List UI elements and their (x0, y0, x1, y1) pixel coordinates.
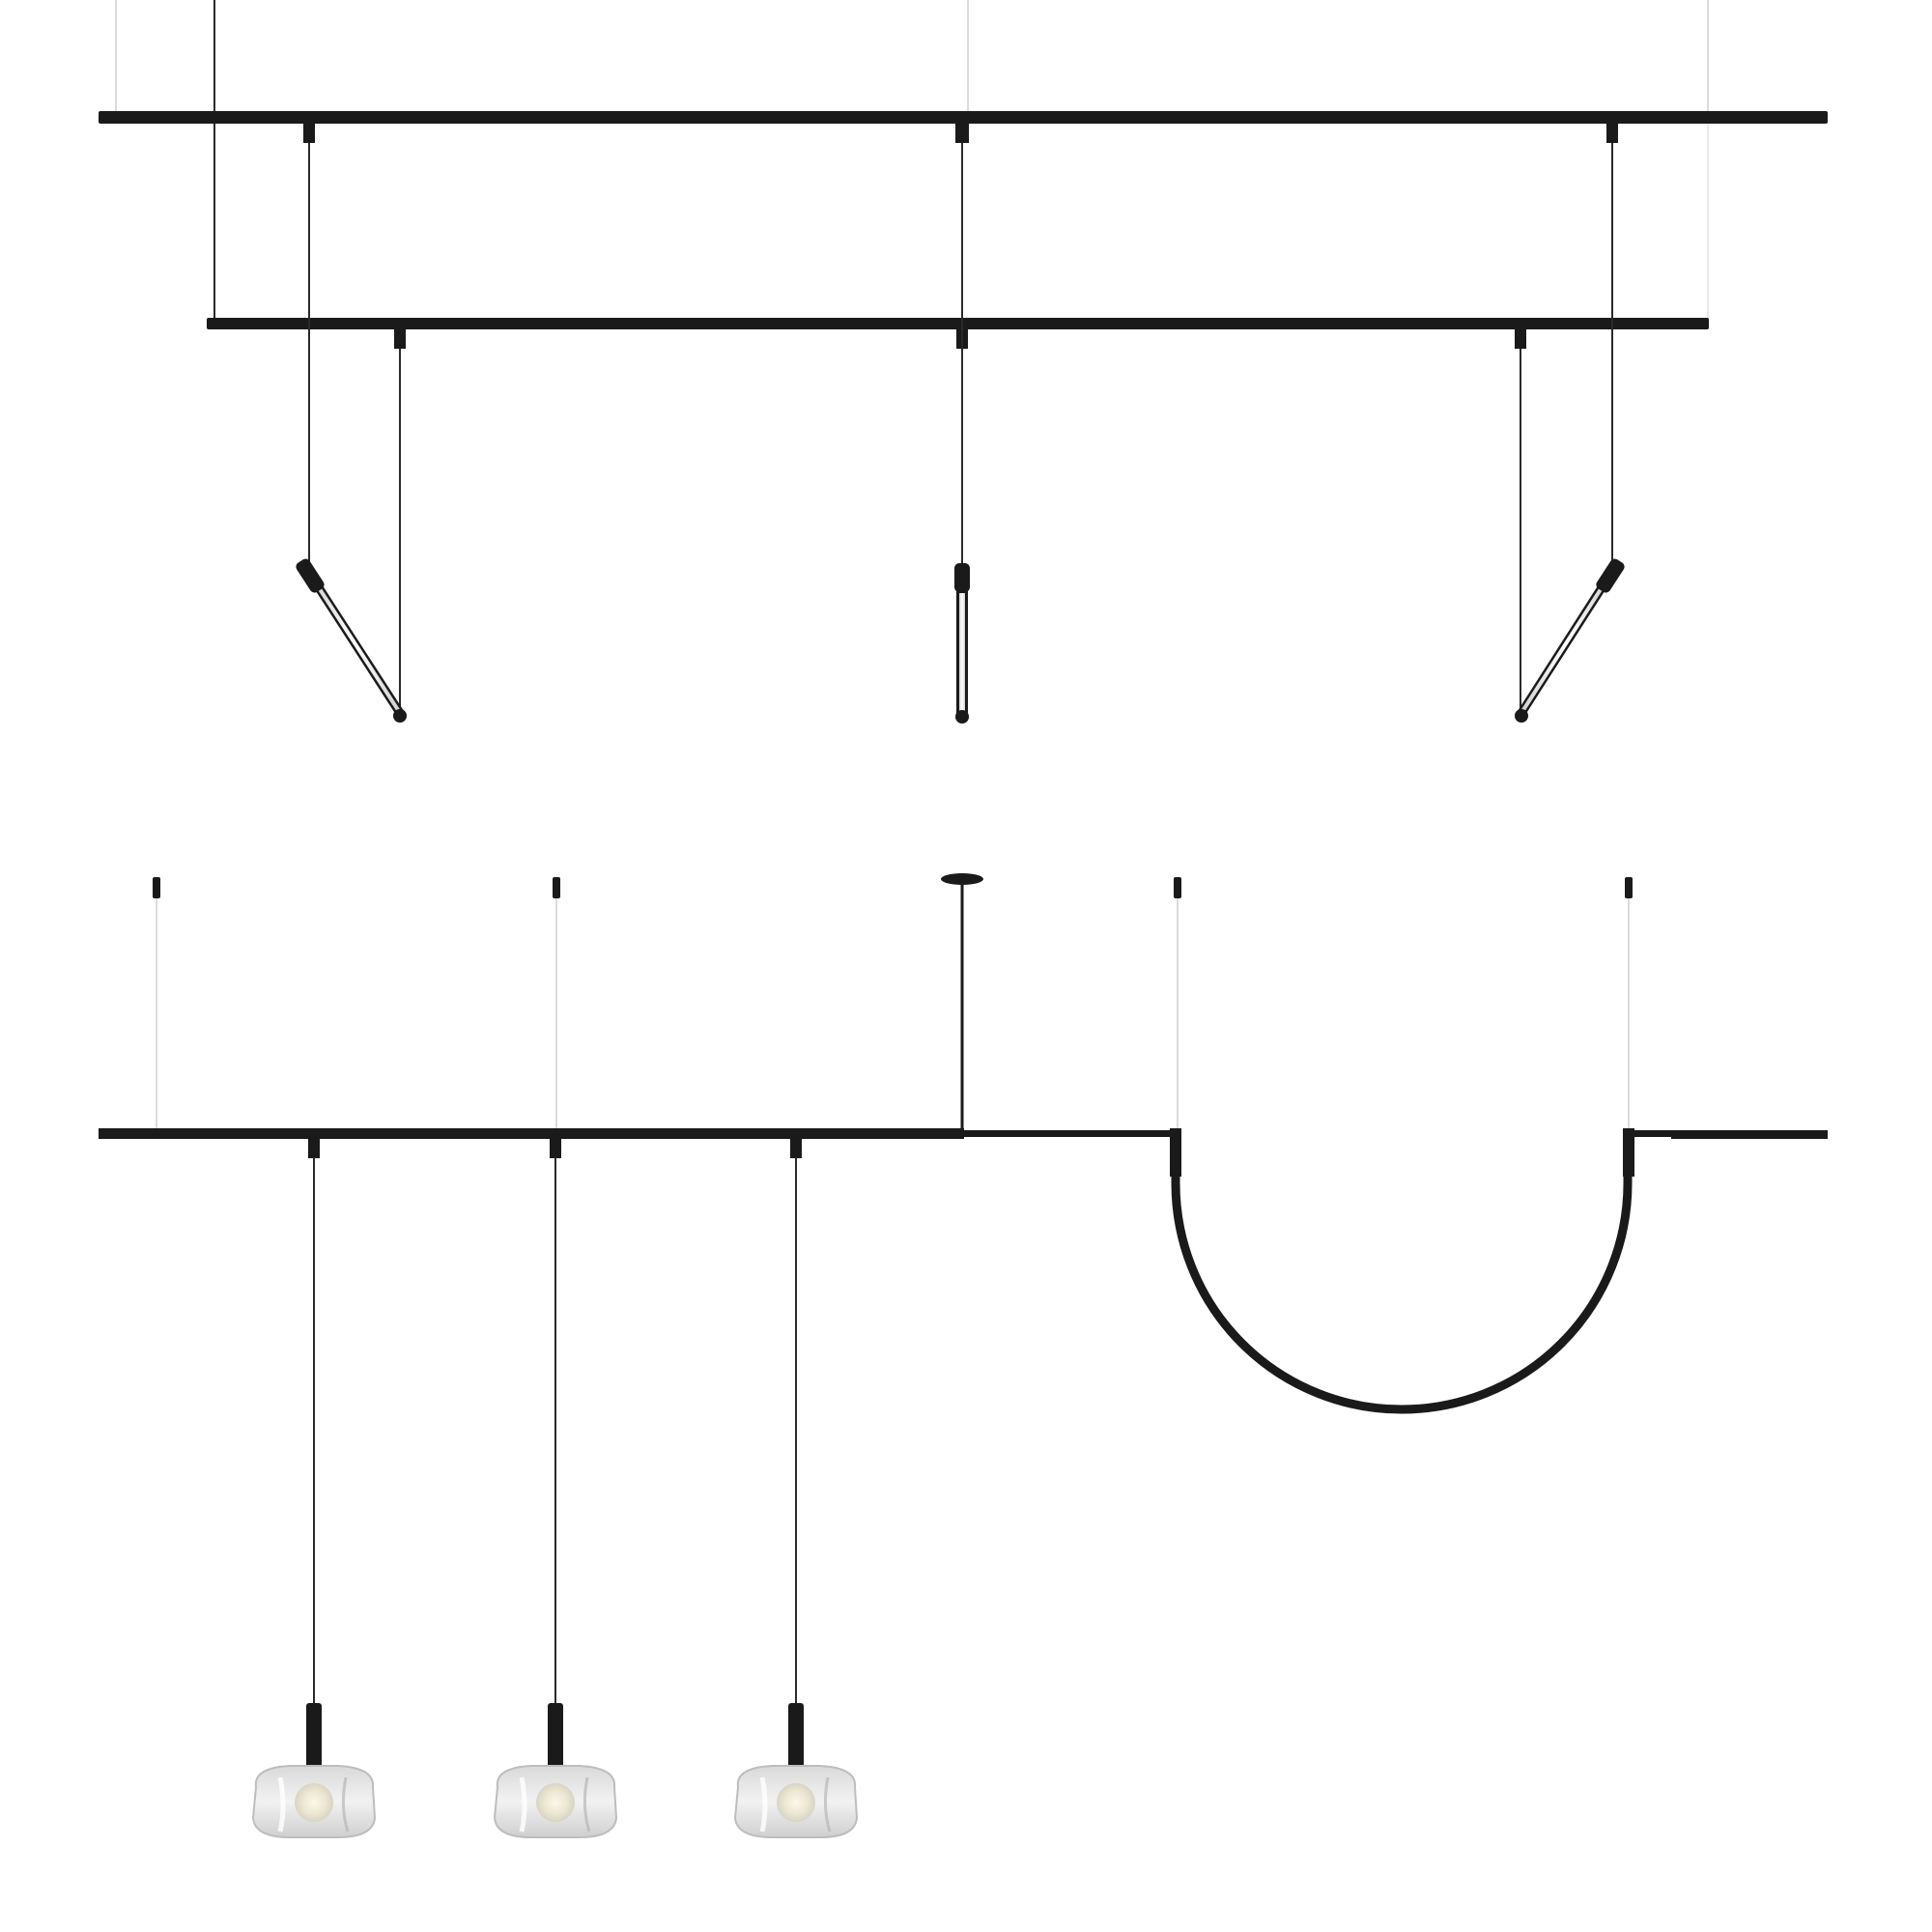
track-adapter (550, 1137, 561, 1158)
top-rail (99, 111, 1828, 124)
ceiling-anchor (1174, 877, 1181, 898)
lower-rail (207, 318, 1709, 329)
lower-system (99, 873, 1828, 1838)
ceiling-anchor (153, 877, 160, 898)
ceiling-canopy (941, 873, 983, 885)
arc-joint-left (1170, 1128, 1181, 1177)
tube-light-center (954, 563, 970, 724)
ceiling-anchor (553, 877, 560, 898)
ceiling-anchor (1625, 877, 1633, 898)
tube-light-left (296, 558, 407, 723)
track-adapter (308, 1137, 320, 1158)
lower-track-left (99, 1128, 964, 1139)
rail-adapter (394, 327, 406, 349)
tube-light-right (1515, 558, 1625, 723)
glass-pendant-2 (493, 1703, 618, 1838)
arc-track (1171, 1135, 1633, 1414)
lower-track-middle (962, 1130, 1177, 1137)
glass-pendant-3 (733, 1703, 859, 1838)
rail-adapter (303, 122, 315, 143)
rail-adapter (955, 122, 969, 143)
arc-joint-right (1623, 1128, 1634, 1177)
upper-system (99, 0, 1828, 724)
rail-adapter (1606, 122, 1618, 143)
lower-track-right-thick (1671, 1130, 1828, 1139)
track-adapter (790, 1137, 802, 1158)
glass-pendant-1 (251, 1703, 377, 1838)
rail-adapter (1515, 327, 1526, 349)
